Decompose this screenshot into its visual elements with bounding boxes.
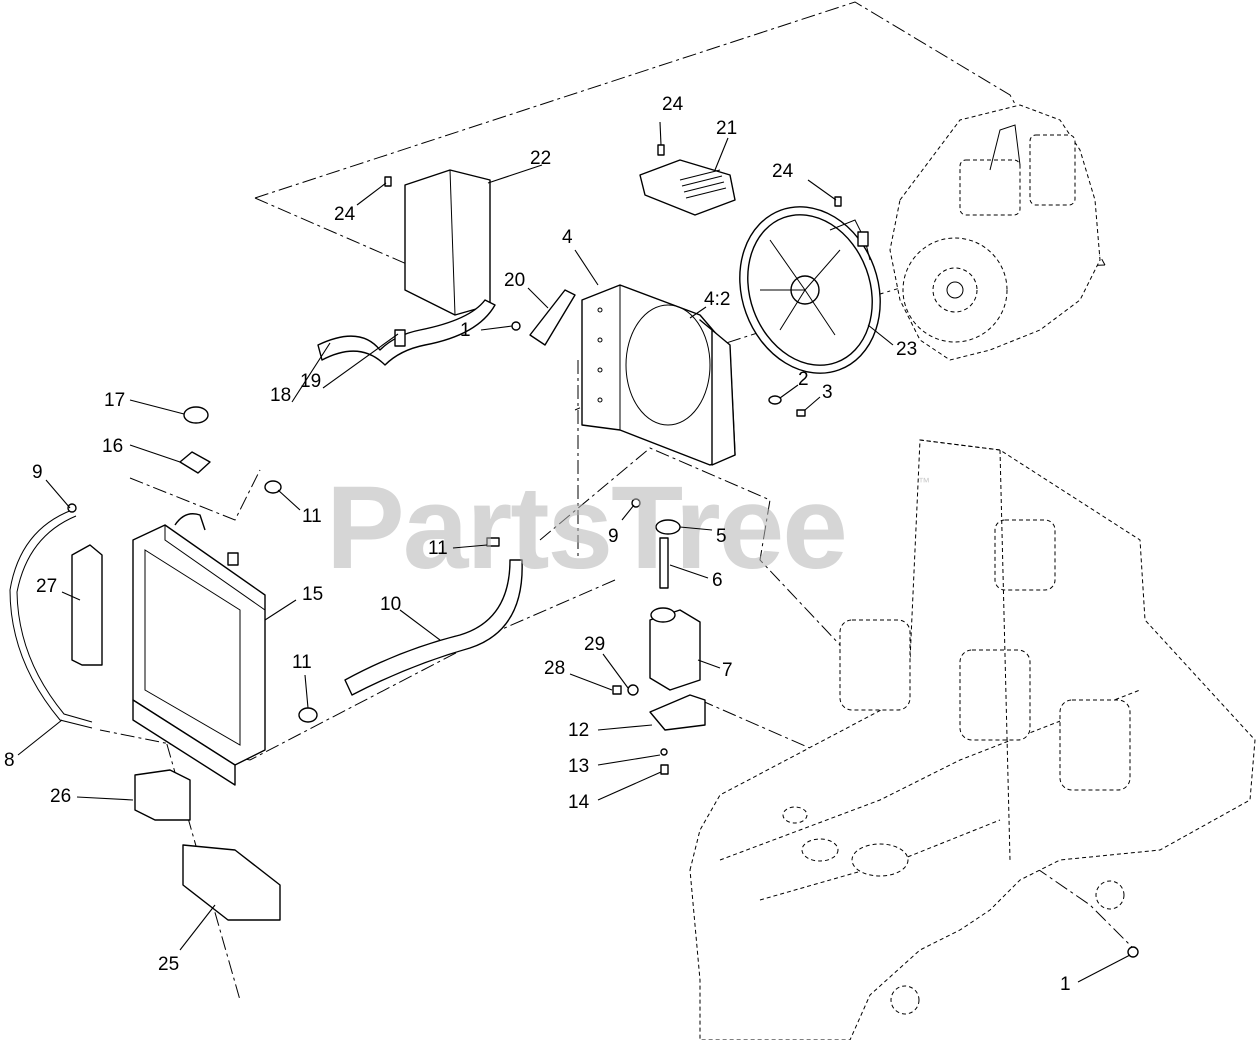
callout-11-upper: 11 [302, 506, 322, 527]
upper-radiator-hose [317, 299, 496, 366]
leader-lines [17, 121, 1131, 983]
callout-22: 22 [530, 148, 551, 169]
electric-fan [739, 206, 881, 374]
watermark-trademark: ™ [918, 475, 930, 489]
callout-4: 4 [562, 227, 573, 248]
callout-17: 17 [104, 390, 125, 411]
overflow-tank [649, 519, 706, 731]
machine-frame [689, 439, 1256, 1040]
callout-6: 6 [712, 570, 723, 591]
radiator [132, 513, 266, 786]
callout-29: 29 [584, 634, 605, 655]
hardware [67, 144, 1139, 958]
callout-20: 20 [504, 270, 525, 291]
overflow-hose [9, 509, 93, 729]
bracket [529, 289, 576, 346]
fan-shroud [581, 284, 736, 466]
callout-9-tank: 9 [608, 526, 619, 547]
callout-26: 26 [50, 786, 71, 807]
callout-1-clip: 1 [460, 320, 471, 341]
engine [889, 104, 1101, 361]
callout-10: 10 [380, 594, 401, 615]
callout-3: 3 [822, 382, 833, 403]
callout-18: 18 [270, 385, 291, 406]
callout-19: 19 [300, 371, 321, 392]
callout-labels: 1 1 2 3 4 4:2 5 6 7 8 9 9 10 11 11 11 12… [4, 94, 1071, 995]
callout-24-top: 24 [662, 94, 684, 115]
lower-radiator-hose [344, 559, 523, 696]
callout-24-right: 24 [772, 161, 794, 182]
watermark: PartsTree ™ [326, 462, 930, 594]
cover-plate [639, 159, 736, 216]
callout-13: 13 [568, 756, 589, 777]
air-baffle [404, 169, 491, 316]
watermark-text: PartsTree [326, 462, 846, 594]
callout-24-left: 24 [334, 204, 356, 225]
callout-7: 7 [722, 660, 733, 681]
callout-4-2: 4:2 [704, 289, 730, 310]
callout-27: 27 [36, 576, 57, 597]
callout-1-frame: 1 [1060, 974, 1071, 995]
callout-15: 15 [302, 584, 323, 605]
callout-16: 16 [102, 436, 123, 457]
radiator-cap [179, 406, 211, 474]
callout-21: 21 [716, 118, 737, 139]
callout-9-left: 9 [32, 462, 43, 483]
callout-23: 23 [896, 339, 917, 360]
callout-5: 5 [716, 526, 727, 547]
callout-25: 25 [158, 954, 179, 975]
hose-clamps [264, 480, 500, 723]
callout-11-lower: 11 [292, 652, 312, 673]
foam-seals [71, 544, 281, 921]
callout-2: 2 [798, 369, 809, 390]
callout-12: 12 [568, 720, 589, 741]
callout-28: 28 [544, 658, 565, 679]
callout-14: 14 [568, 792, 590, 813]
callout-11-mid: 11 [428, 538, 448, 559]
callout-8: 8 [4, 750, 15, 771]
